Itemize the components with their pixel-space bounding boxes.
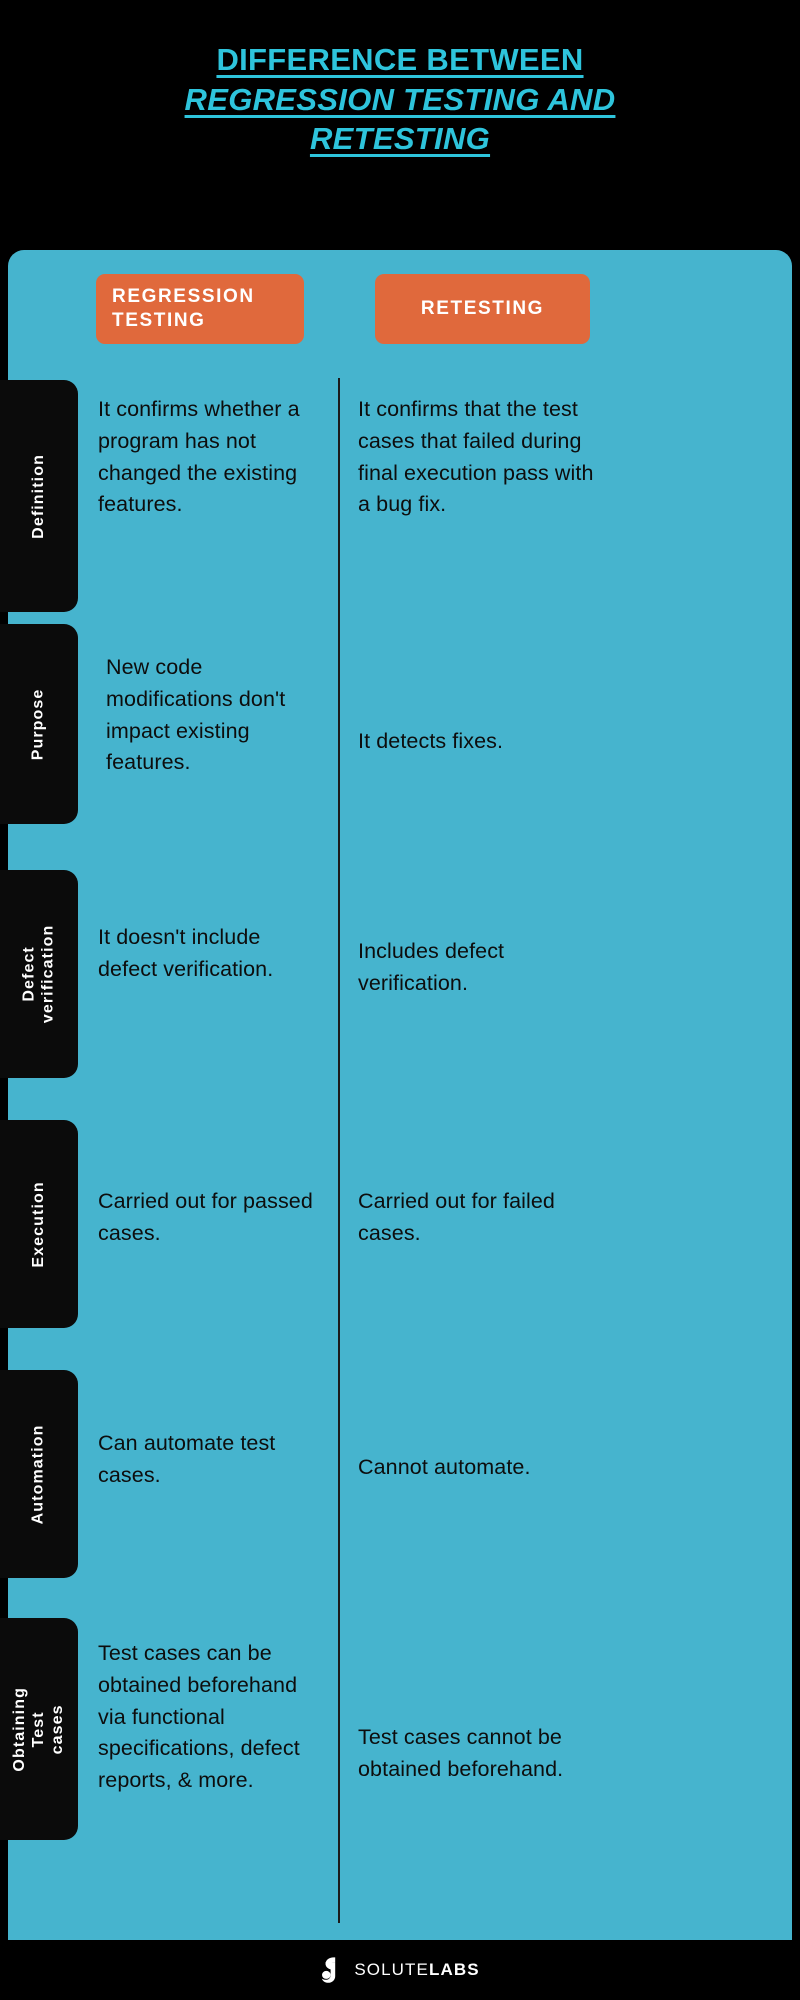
cell-retesting-purpose: It detects fixes. <box>358 729 504 753</box>
row-label-text: Defect verification <box>20 924 56 1024</box>
cell-retesting-execution: Carried out for failed cases. <box>358 1189 555 1245</box>
cell-retesting-automation: Cannot automate. <box>358 1455 531 1479</box>
row-label-automation: Automation <box>0 1370 78 1578</box>
footer: SOLUTELABS <box>0 1940 800 2000</box>
column-header-regression-testing: REGRESSION TESTING <box>96 274 304 344</box>
row-label-purpose: Purpose <box>0 624 78 824</box>
logo-wordmark: SOLUTELABS <box>354 1960 479 1980</box>
comparison-panel <box>8 250 792 1940</box>
title-line-1: DIFFERENCE BETWEEN <box>216 42 584 77</box>
row-label-text: Definition <box>29 453 47 539</box>
table-row: Definition It confirms whether a program… <box>0 380 800 612</box>
cell-retesting-obtaining-test-cases: Test cases cannot be obtained beforehand… <box>358 1725 564 1781</box>
cell-regression-definition: It confirms whether a program has not ch… <box>98 397 300 517</box>
table-row: Execution Carried out for passed cases. … <box>0 1120 800 1328</box>
table-row: Obtaining Test cases Test cases can be o… <box>0 1618 800 1840</box>
cell-retesting-definition: It confirms that the test cases that fai… <box>358 397 594 517</box>
row-label-definition: Definition <box>0 380 78 612</box>
row-label-text: Obtaining Test cases <box>10 1686 66 1772</box>
column-divider <box>338 378 340 1923</box>
page-title: DIFFERENCE BETWEEN REGRESSION TESTING AN… <box>0 40 800 159</box>
cell-regression-purpose: New code modifications don't impact exis… <box>106 655 286 775</box>
table-row: Automation Can automate test cases. Cann… <box>0 1370 800 1578</box>
cell-regression-automation: Can automate test cases. <box>98 1431 276 1487</box>
column-header-retesting: RETESTING <box>375 274 590 344</box>
table-row: Defect verification It doesn't include d… <box>0 870 800 1078</box>
cell-regression-execution: Carried out for passed cases. <box>98 1189 313 1245</box>
logo-text-solute: SOLUTE <box>354 1960 429 1979</box>
row-label-defect-verification: Defect verification <box>0 870 78 1078</box>
table-row: Purpose New code modifications don't imp… <box>0 624 800 824</box>
row-label-text: Automation <box>29 1424 47 1524</box>
cell-regression-defect-verification: It doesn't include defect verification. <box>98 925 274 981</box>
row-label-execution: Execution <box>0 1120 78 1328</box>
logo-text-labs: LABS <box>428 1960 480 1979</box>
cell-regression-obtaining-test-cases: Test cases can be obtained beforehand vi… <box>98 1641 300 1793</box>
row-label-obtaining-test-cases: Obtaining Test cases <box>0 1618 78 1840</box>
title-line-2: REGRESSION TESTING AND <box>184 81 616 117</box>
solutelabs-logo-icon <box>322 1957 336 1983</box>
cell-retesting-defect-verification: Includes defect verification. <box>358 939 505 995</box>
title-line-3: RETESTING <box>309 121 491 157</box>
row-label-text: Execution <box>29 1180 47 1268</box>
row-label-text: Purpose <box>29 688 47 760</box>
column-headers: REGRESSION TESTING RETESTING <box>8 274 792 358</box>
